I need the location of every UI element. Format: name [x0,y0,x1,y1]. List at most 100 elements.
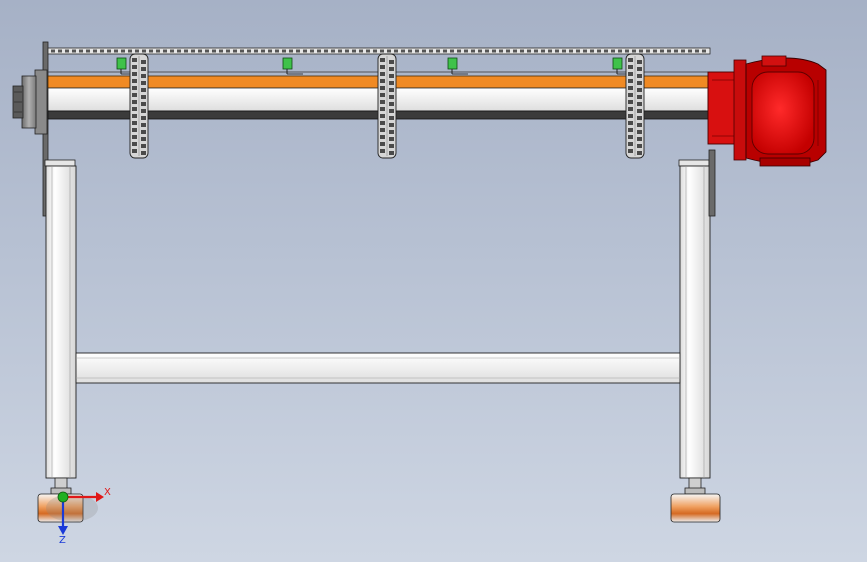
chain-link [163,49,167,53]
chain-link [135,49,139,53]
chain-link [646,49,650,53]
chain-link [219,49,223,53]
top-chain [47,47,711,55]
chain-link [485,49,489,53]
chain-link [576,49,580,53]
sensor-1 [116,57,137,75]
chain-link [121,49,125,53]
chain-link [450,49,454,53]
gear-motor [707,55,827,167]
coordinate-triad: X Z [57,487,111,546]
chain-link [58,49,62,53]
chain-link [394,49,398,53]
sprocket-middle [377,53,397,159]
gearbox [707,71,739,145]
chain-link [639,49,643,53]
chain-link [233,49,237,53]
chain-link [667,49,671,53]
chain-link [352,49,356,53]
chain-link [79,49,83,53]
chain-link [702,49,706,53]
sprocket-group [129,53,645,159]
chain-link [212,49,216,53]
sensor-3 [447,57,468,75]
terminal-box [761,55,787,67]
chain-link [156,49,160,53]
chain-link [632,49,636,53]
chain-link [471,49,475,53]
sensor-group [116,57,633,75]
chain-link [625,49,629,53]
chain-link [618,49,622,53]
chain-link [429,49,433,53]
chain-link [310,49,314,53]
leg-left [44,159,77,479]
chain-link [541,49,545,53]
chain-link [107,49,111,53]
chain-link [415,49,419,53]
chain-link [548,49,552,53]
foot-right [670,477,721,523]
sensor-2 [282,57,303,75]
chain-link [506,49,510,53]
chain-link [387,49,391,53]
chain-link [198,49,202,53]
chain-link [149,49,153,53]
chain-link [443,49,447,53]
cross-beam [75,352,681,384]
chain-link [114,49,118,53]
chain-link [555,49,559,53]
chain-link [590,49,594,53]
chain-link [597,49,601,53]
chain-link [457,49,461,53]
sprocket-left [129,53,149,159]
chain-link [128,49,132,53]
chain-link [324,49,328,53]
chain-link [51,49,55,53]
chain-link [520,49,524,53]
chain-link [240,49,244,53]
chain-link [401,49,405,53]
chain-link [527,49,531,53]
chain-link [331,49,335,53]
right-end-plate [708,149,716,217]
leg-right [678,149,716,479]
x-axis-label: X [104,487,111,498]
chain-link [695,49,699,53]
z-axis-label: Z [59,535,66,546]
chain-link [93,49,97,53]
chain-link [366,49,370,53]
chain-link [275,49,279,53]
chain-link [289,49,293,53]
chain-link [562,49,566,53]
chain-link [317,49,321,53]
chain-link [184,49,188,53]
chain-link [380,49,384,53]
chain-link [72,49,76,53]
chain-link [170,49,174,53]
chain-link [604,49,608,53]
chain-link [345,49,349,53]
sprocket-right [625,53,645,159]
chain-link [492,49,496,53]
chain-link [674,49,678,53]
chain-link [660,49,664,53]
chain-link [422,49,426,53]
chain-link [303,49,307,53]
chain-link [205,49,209,53]
chain-link [499,49,503,53]
chain-link [282,49,286,53]
foot-left [37,477,98,523]
chain-link [268,49,272,53]
chain-link [681,49,685,53]
chain-link [254,49,258,53]
chain-link [583,49,587,53]
chain-link [226,49,230,53]
motor-cover [751,71,815,155]
chain-link [464,49,468,53]
chain-link [569,49,573,53]
chain-link [247,49,251,53]
chain-link [611,49,615,53]
